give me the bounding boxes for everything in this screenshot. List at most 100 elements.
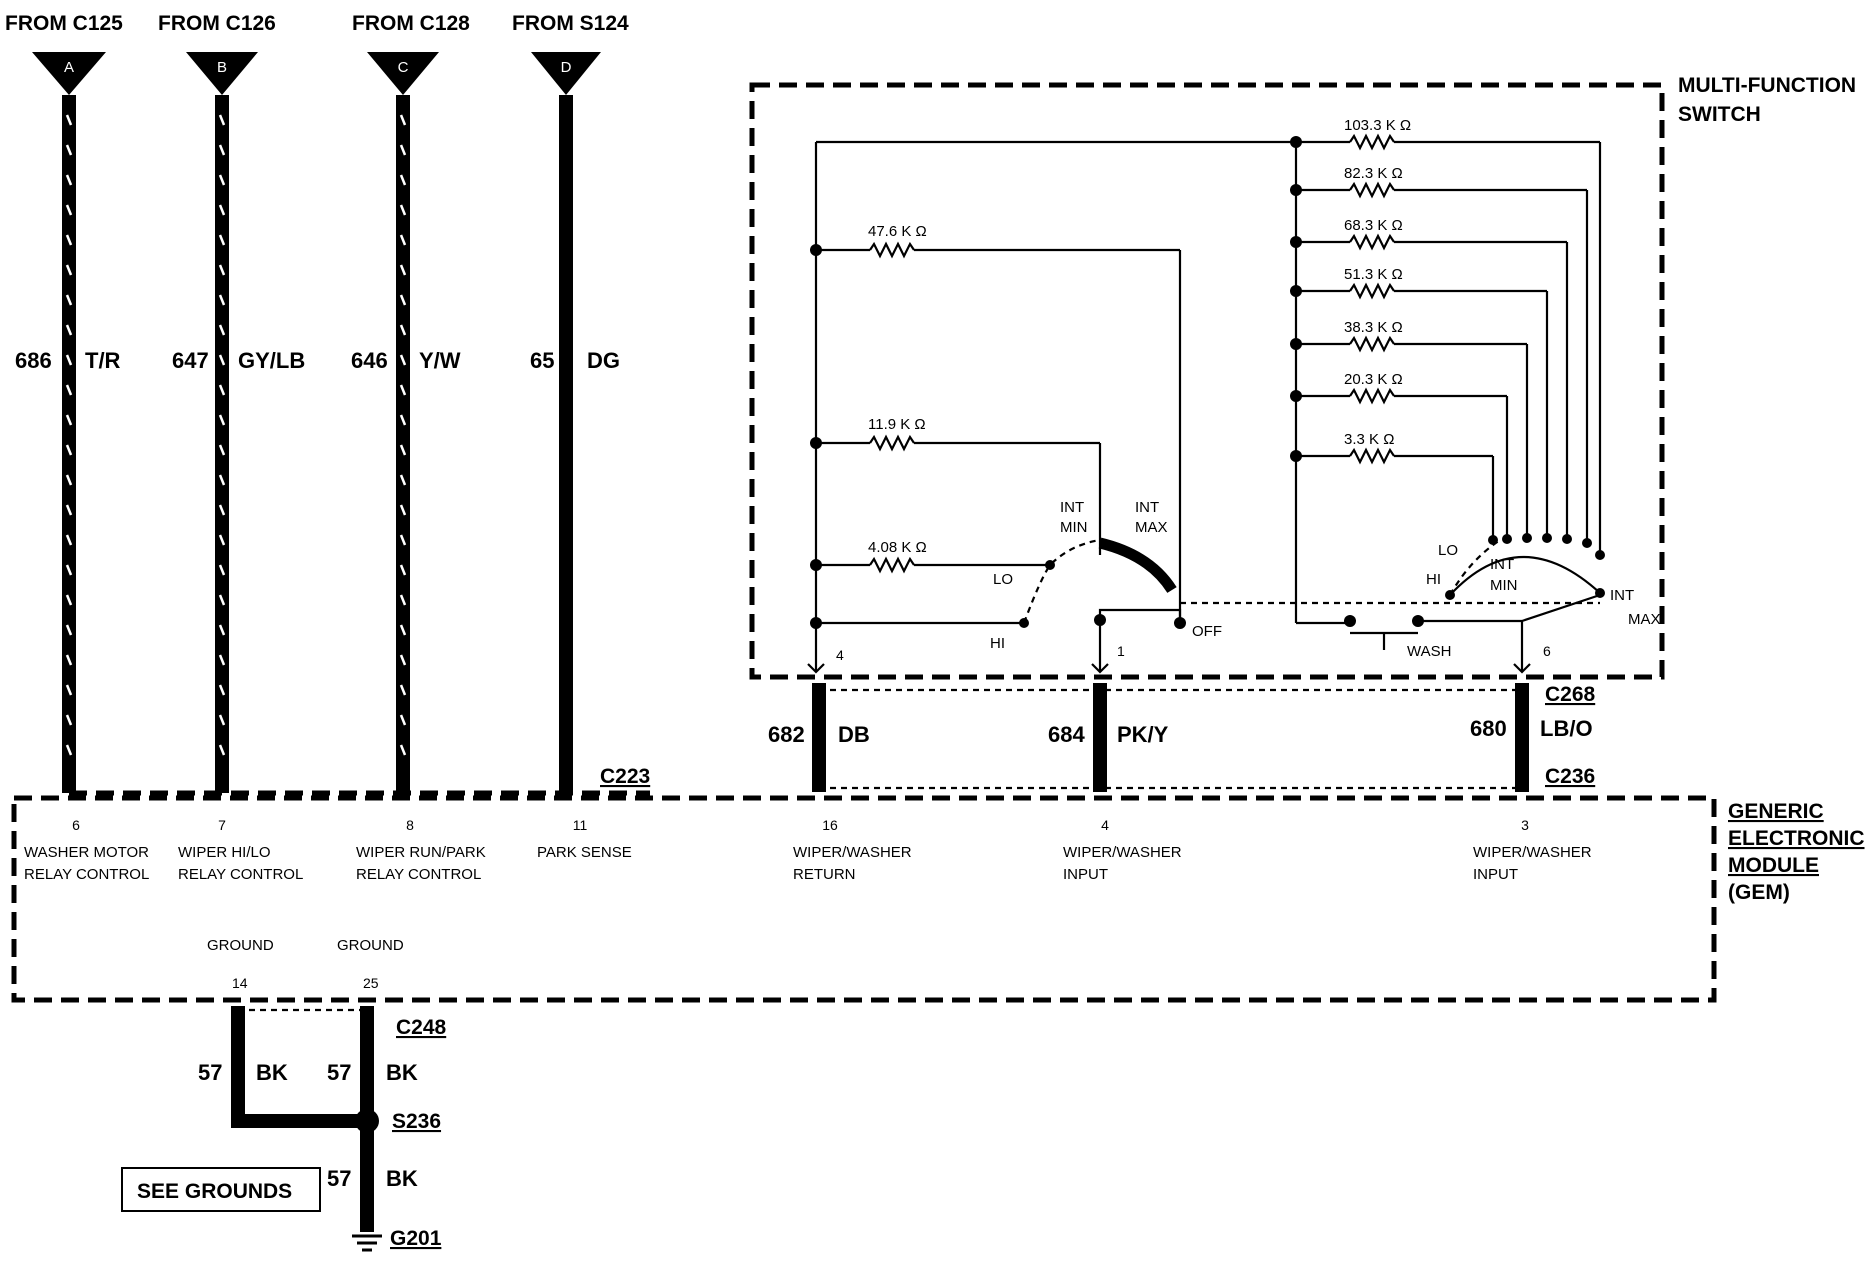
rotary-contact xyxy=(1502,534,1512,544)
twist-tick xyxy=(399,234,407,246)
resistor-value-label: 3.3 K Ω xyxy=(1344,431,1394,448)
gem-title-3: MODULE xyxy=(1728,854,1819,877)
twist-tick xyxy=(65,144,73,156)
twist-tick xyxy=(65,624,73,636)
gem-pin-number: 3 xyxy=(1521,817,1529,833)
label-min-right: MIN xyxy=(1490,577,1518,594)
source-d-letter: D xyxy=(561,59,572,76)
see-grounds-label: SEE GROUNDS xyxy=(137,1180,292,1203)
wire-680-circuit: 680 xyxy=(1470,716,1507,741)
gem-title-2: ELECTRONIC xyxy=(1728,827,1865,850)
gem-ground-25-num: 25 xyxy=(363,975,379,991)
wire-57-pin14 xyxy=(231,1006,367,1128)
twist-tick xyxy=(65,294,73,306)
source-c-letter: C xyxy=(398,59,409,76)
wash-contact-left xyxy=(1344,615,1356,627)
gem-pin-function: WASHER MOTOR xyxy=(24,844,149,861)
twist-tick xyxy=(399,714,407,726)
label-lo-right: LO xyxy=(1438,542,1458,559)
twist-tick xyxy=(399,474,407,486)
connector-triangle-b xyxy=(186,52,258,95)
ground-wire-2-color: BK xyxy=(386,1060,418,1085)
splice-s236-label: S236 xyxy=(392,1110,441,1133)
rotary-contact xyxy=(1562,534,1572,544)
source-b-color: GY/LB xyxy=(238,348,305,373)
twist-tick xyxy=(399,144,407,156)
gem-pin-function: RELAY CONTROL xyxy=(178,866,303,883)
twist-tick xyxy=(65,534,73,546)
splice-s236 xyxy=(355,1109,379,1133)
resistor-47-6k: 47.6 K Ω xyxy=(868,223,927,240)
twist-tick xyxy=(218,624,226,636)
ground-wire-3-color: BK xyxy=(386,1166,418,1191)
twist-tick xyxy=(65,564,73,576)
twist-tick xyxy=(65,384,73,396)
twist-tick xyxy=(65,444,73,456)
label-int-max-left: INT xyxy=(1135,499,1159,516)
gem-pin-number: 8 xyxy=(406,817,414,833)
gem-pin-function: WIPER HI/LO xyxy=(178,844,271,861)
source-wire-c: FROM C128 C 646 Y/W xyxy=(351,12,470,793)
source-d-from-label: FROM S124 xyxy=(512,12,629,35)
twist-tick xyxy=(218,594,226,606)
twist-tick xyxy=(65,414,73,426)
rotary-contact xyxy=(1595,550,1605,560)
switch-pin-6: 6 xyxy=(1543,643,1551,659)
switch-pin-1: 1 xyxy=(1117,643,1125,659)
wire-684-circuit: 684 xyxy=(1048,722,1085,747)
gem-title-4: (GEM) xyxy=(1728,881,1790,904)
connector-triangle-d xyxy=(531,52,601,95)
gem-pin-function: WIPER/WASHER xyxy=(793,844,912,861)
ground-g201-label: G201 xyxy=(390,1227,442,1250)
twist-tick xyxy=(218,504,226,516)
gem-pin-function: RELAY CONTROL xyxy=(24,866,149,883)
twisted-pair-markers xyxy=(65,114,1526,771)
twist-tick xyxy=(218,264,226,276)
twist-tick xyxy=(65,594,73,606)
resistor-zigzag xyxy=(1349,447,1395,465)
label-int-max-right: INT xyxy=(1610,587,1634,604)
source-a-from-label: FROM C125 xyxy=(5,12,123,35)
twist-tick xyxy=(218,744,226,756)
see-grounds-box[interactable] xyxy=(121,1167,321,1212)
twist-tick xyxy=(65,324,73,336)
resistor-zigzag xyxy=(1349,181,1395,199)
resistor-zigzag xyxy=(1349,233,1395,251)
twist-tick xyxy=(399,504,407,516)
gem-pin-number: 16 xyxy=(822,817,838,833)
twist-tick xyxy=(65,684,73,696)
label-max-right: MAX xyxy=(1628,611,1661,628)
twist-tick xyxy=(218,714,226,726)
twist-tick xyxy=(218,474,226,486)
gem-ground-14-num: 14 xyxy=(232,975,248,991)
gem-pin-function: INPUT xyxy=(1473,866,1518,883)
twist-tick xyxy=(218,174,226,186)
source-b-letter: B xyxy=(217,59,227,76)
source-c-circuit: 646 xyxy=(351,348,388,373)
left-rotary-track xyxy=(1022,538,1101,624)
twist-tick xyxy=(65,474,73,486)
label-int-right: INT xyxy=(1490,556,1514,573)
twist-tick xyxy=(65,204,73,216)
gem-pin-function: RELAY CONTROL xyxy=(356,866,481,883)
gem-pin-function: WIPER/WASHER xyxy=(1063,844,1182,861)
twist-tick xyxy=(399,654,407,666)
label-int-left: INT xyxy=(1060,499,1084,516)
connector-triangle-c xyxy=(367,52,439,95)
rotary-contact xyxy=(1582,538,1592,548)
resistor-value-label: 38.3 K Ω xyxy=(1344,319,1403,336)
resistor-zigzag xyxy=(1349,282,1395,300)
bus-junction xyxy=(1290,236,1302,248)
gem-pin-number: 6 xyxy=(72,817,80,833)
label-off: OFF xyxy=(1192,623,1222,640)
label-hi-right: HI xyxy=(1426,571,1441,588)
source-a-color: T/R xyxy=(85,348,121,373)
bus-junction xyxy=(1290,450,1302,462)
twist-tick xyxy=(399,744,407,756)
twist-tick xyxy=(218,234,226,246)
switch-title-line1: MULTI-FUNCTION xyxy=(1678,74,1856,97)
resistor-value-label: 82.3 K Ω xyxy=(1344,165,1403,182)
twist-tick xyxy=(218,294,226,306)
